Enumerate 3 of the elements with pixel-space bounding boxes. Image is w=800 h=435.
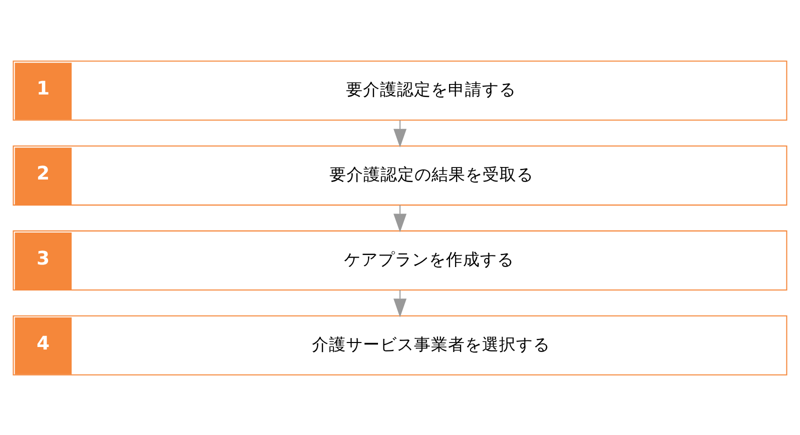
arrow	[393, 204, 407, 232]
arrow	[393, 290, 407, 317]
arrow	[393, 120, 407, 148]
